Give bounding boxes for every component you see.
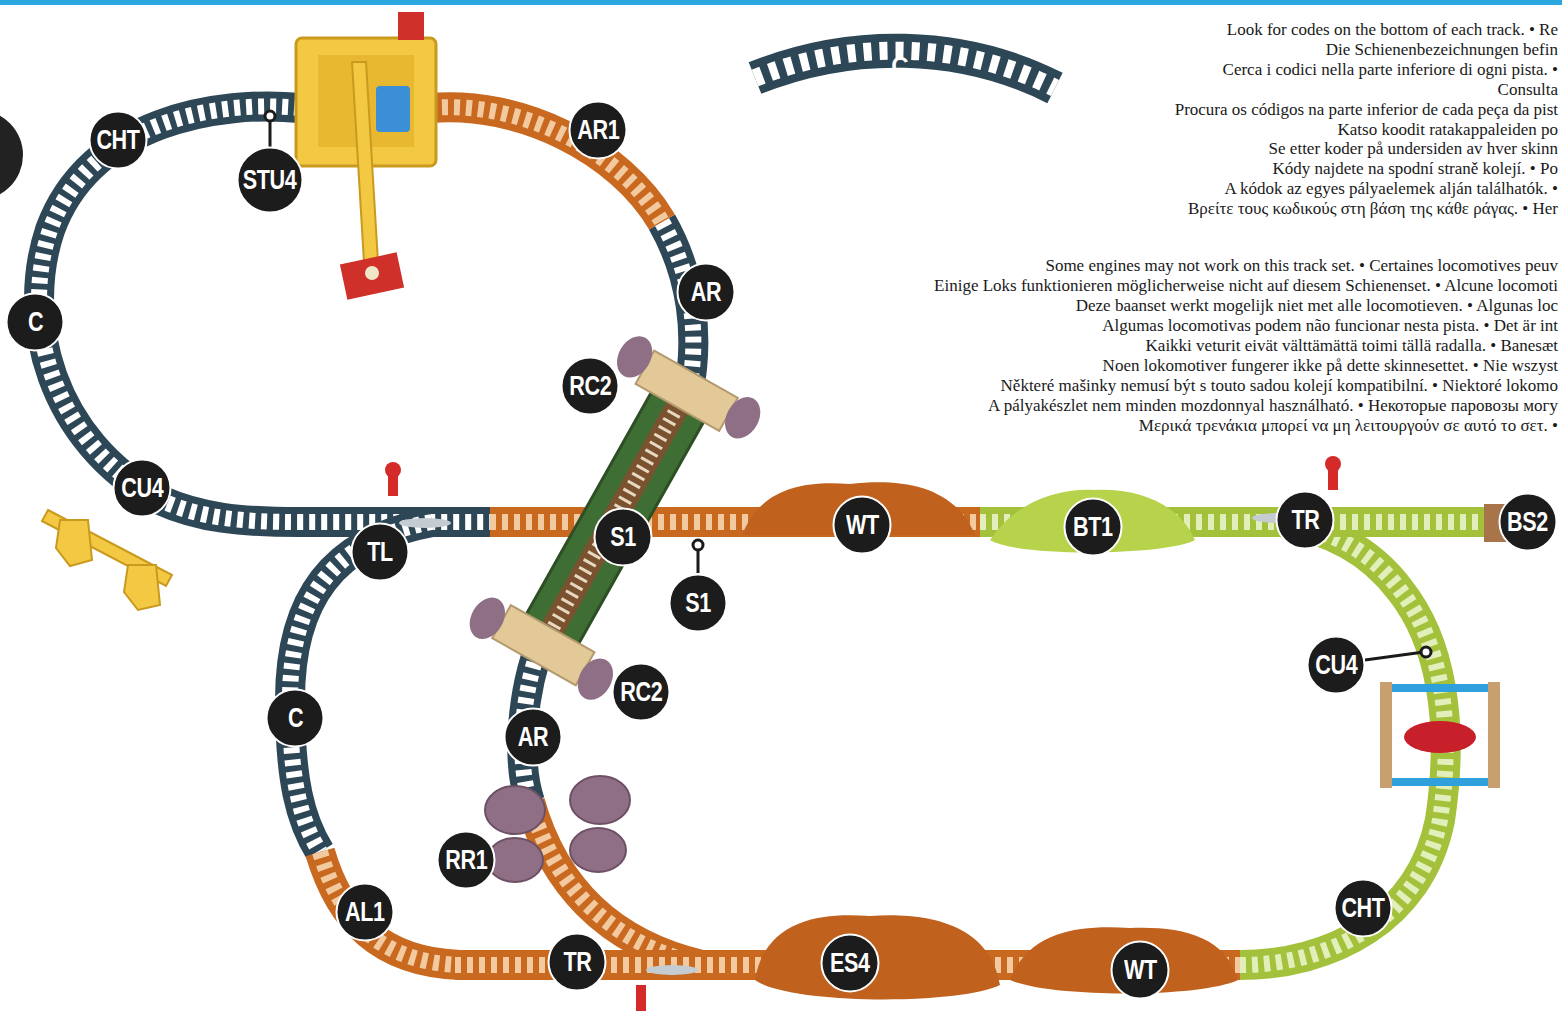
track-code: S1 <box>610 524 636 551</box>
track-code-badge: RC2 <box>560 356 620 416</box>
instruction-text: Cerca i codici nella parte inferiore di … <box>1223 60 1558 80</box>
instruction-text: Einige Loks funktionieren möglicherweise… <box>934 276 1558 296</box>
instruction-text: A pályakészlet nem minden mozdonnyal has… <box>988 396 1558 416</box>
track-code: TL <box>367 539 393 566</box>
track-code-badge: CU4 <box>1306 635 1366 695</box>
instruction-text: Noen lokomotiver fungerer ikke på dette … <box>1103 356 1558 376</box>
track-code-badge: C <box>5 292 65 352</box>
track-code: C <box>27 309 42 336</box>
track-code-badge: BT1 <box>1063 497 1123 557</box>
track-code-badge: TL <box>350 522 410 582</box>
edge-mark <box>0 110 23 200</box>
track-code: TR <box>563 949 591 976</box>
instruction-text: Μερικά τρενάκια μπορεί να μη λειτουργούν… <box>1139 416 1558 436</box>
track-code: AR <box>518 724 548 751</box>
instruction-text: Algumas locomotivas podem não funcionar … <box>1102 316 1558 336</box>
track-code: AR <box>691 279 721 306</box>
track-code-badge: S1 <box>593 507 653 567</box>
track-code: WT <box>846 512 879 539</box>
track-code-badge: TR <box>547 932 607 992</box>
track-code-badge: RR1 <box>436 830 496 890</box>
track-code: ES4 <box>830 950 870 977</box>
track-code: CU4 <box>121 475 163 502</box>
barrel-loader <box>1380 682 1500 788</box>
track-code-badge: S1 <box>668 573 728 633</box>
instruction-text: Kaikki veturit eivät välttämättä toimi t… <box>1146 336 1558 356</box>
track-code-badge: RC2 <box>611 662 671 722</box>
instruction-text: Consulta <box>1498 80 1558 100</box>
track-code-badge: AR <box>503 707 563 767</box>
crane-station <box>296 12 436 300</box>
track-code-badge: AR1 <box>568 100 628 160</box>
track-code: AL1 <box>345 899 385 926</box>
instruction-text: Look for codes on the bottom of each tra… <box>1227 20 1558 40</box>
track-code: RR1 <box>445 847 487 874</box>
track-code: C <box>287 705 302 732</box>
track-code: CHT <box>96 127 139 154</box>
track-code-badge: C <box>265 688 325 748</box>
track-code-badge: WT <box>1110 940 1170 1000</box>
track-code-badge: WT <box>832 495 892 555</box>
track-code-badge: STU4 <box>236 146 304 214</box>
track-code: BT1 <box>1073 514 1113 541</box>
track-code: TR <box>1291 507 1319 534</box>
instruction-text: Se etter koder på undersiden av hver ski… <box>1269 139 1558 159</box>
switch-levers <box>385 456 1341 1011</box>
track-code: S1 <box>685 590 711 617</box>
track-code: WT <box>1124 957 1157 984</box>
track-code-badge: BS2 <box>1498 492 1558 552</box>
track-code-badge: TR <box>1275 490 1335 550</box>
scenery-mounds <box>742 482 1238 999</box>
track-code-badge: CHT <box>88 110 148 170</box>
instruction-text: Some engines may not work on this track … <box>1045 256 1558 276</box>
bridge <box>463 330 768 706</box>
track-code: RC2 <box>569 373 611 400</box>
track-code-badge: ES4 <box>820 933 880 993</box>
instruction-text: Die Schienenbezeichnungen befin <box>1326 40 1558 60</box>
rock-pieces <box>485 776 630 882</box>
instruction-text: Některé mašinky nemusí být s touto sadou… <box>1001 376 1558 396</box>
track-code-badge: CU4 <box>112 458 172 518</box>
track-code: AR1 <box>577 117 619 144</box>
track-piece-code: C <box>891 54 908 78</box>
instruction-text: Procura os códigos na parte inferior de … <box>1175 100 1558 120</box>
instruction-text: Deze baanset werkt mogelijk niet met all… <box>1076 296 1558 316</box>
track-code-badge: CHT <box>1333 878 1393 938</box>
track-code: STU4 <box>243 167 297 194</box>
crossing-gate <box>42 510 172 610</box>
instruction-text: Katso koodit ratakappaleiden po <box>1338 120 1558 140</box>
instruction-text: Kódy najdete na spodní straně kolejí. • … <box>1273 159 1558 179</box>
track-code: CHT <box>1341 895 1384 922</box>
instruction-text: Βρείτε τους κωδικούς στη βάση της κάθε ρ… <box>1188 199 1558 219</box>
instruction-text: A kódok az egyes pályaelemek alján talál… <box>1224 179 1558 199</box>
track-code-badge: AL1 <box>335 882 395 942</box>
track-code: CU4 <box>1315 652 1357 679</box>
track-code-badge: AR <box>676 262 736 322</box>
track-code: RC2 <box>620 679 662 706</box>
track-code: BS2 <box>1508 509 1549 536</box>
top-strip <box>0 0 1562 5</box>
